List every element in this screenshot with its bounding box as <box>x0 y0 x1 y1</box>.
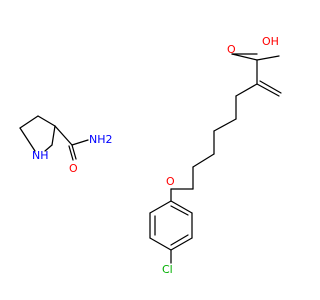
pyrrolidine-carboxamide: NH NH2 O <box>19 115 113 175</box>
benzene-double-bond-3 <box>170 205 189 216</box>
chain-bond-1 <box>235 83 258 97</box>
carbonyl-bond-b <box>68 145 74 161</box>
benzene-double-bond-2 <box>170 234 189 246</box>
methylene-bond-1 <box>256 83 280 97</box>
chemical-structure-diagram: NH NH2 O O OH O Cl <box>19 35 282 276</box>
ring-bond-4 <box>19 127 36 152</box>
acid-bond-2 <box>231 53 258 61</box>
benzene-bond-3 <box>149 237 172 251</box>
ring-bond-3 <box>51 125 56 146</box>
chain-bond-3 <box>213 118 237 132</box>
atom-label-o-amide: O <box>69 162 78 175</box>
atom-label-nh: NH <box>32 149 49 162</box>
carboxamide-bond-2 <box>71 139 89 146</box>
methylene-bond-2 <box>259 80 282 94</box>
benzene-bond-6 <box>170 200 193 214</box>
benzene-bond-1 <box>149 200 172 214</box>
ring-bond-2 <box>37 115 56 127</box>
ring-bond-1 <box>19 115 39 129</box>
acid-bond-3 <box>256 55 280 61</box>
atom-label-cl: Cl <box>162 263 173 276</box>
carboxamide-bond-1 <box>54 125 73 146</box>
chain-bond-5 <box>192 153 215 168</box>
atom-label-o-ether: O <box>166 175 175 188</box>
chlorophenoxy-heptenoic-acid: O OH O Cl <box>149 35 282 276</box>
atom-label-oh: OH <box>262 35 279 48</box>
benzene-bond-4 <box>170 237 193 251</box>
ring-bond-5 <box>44 144 53 152</box>
atom-label-o-carbonyl: O <box>227 43 236 56</box>
atom-label-nh2: NH2 <box>89 133 113 146</box>
carbonyl-bond-a <box>71 144 77 160</box>
